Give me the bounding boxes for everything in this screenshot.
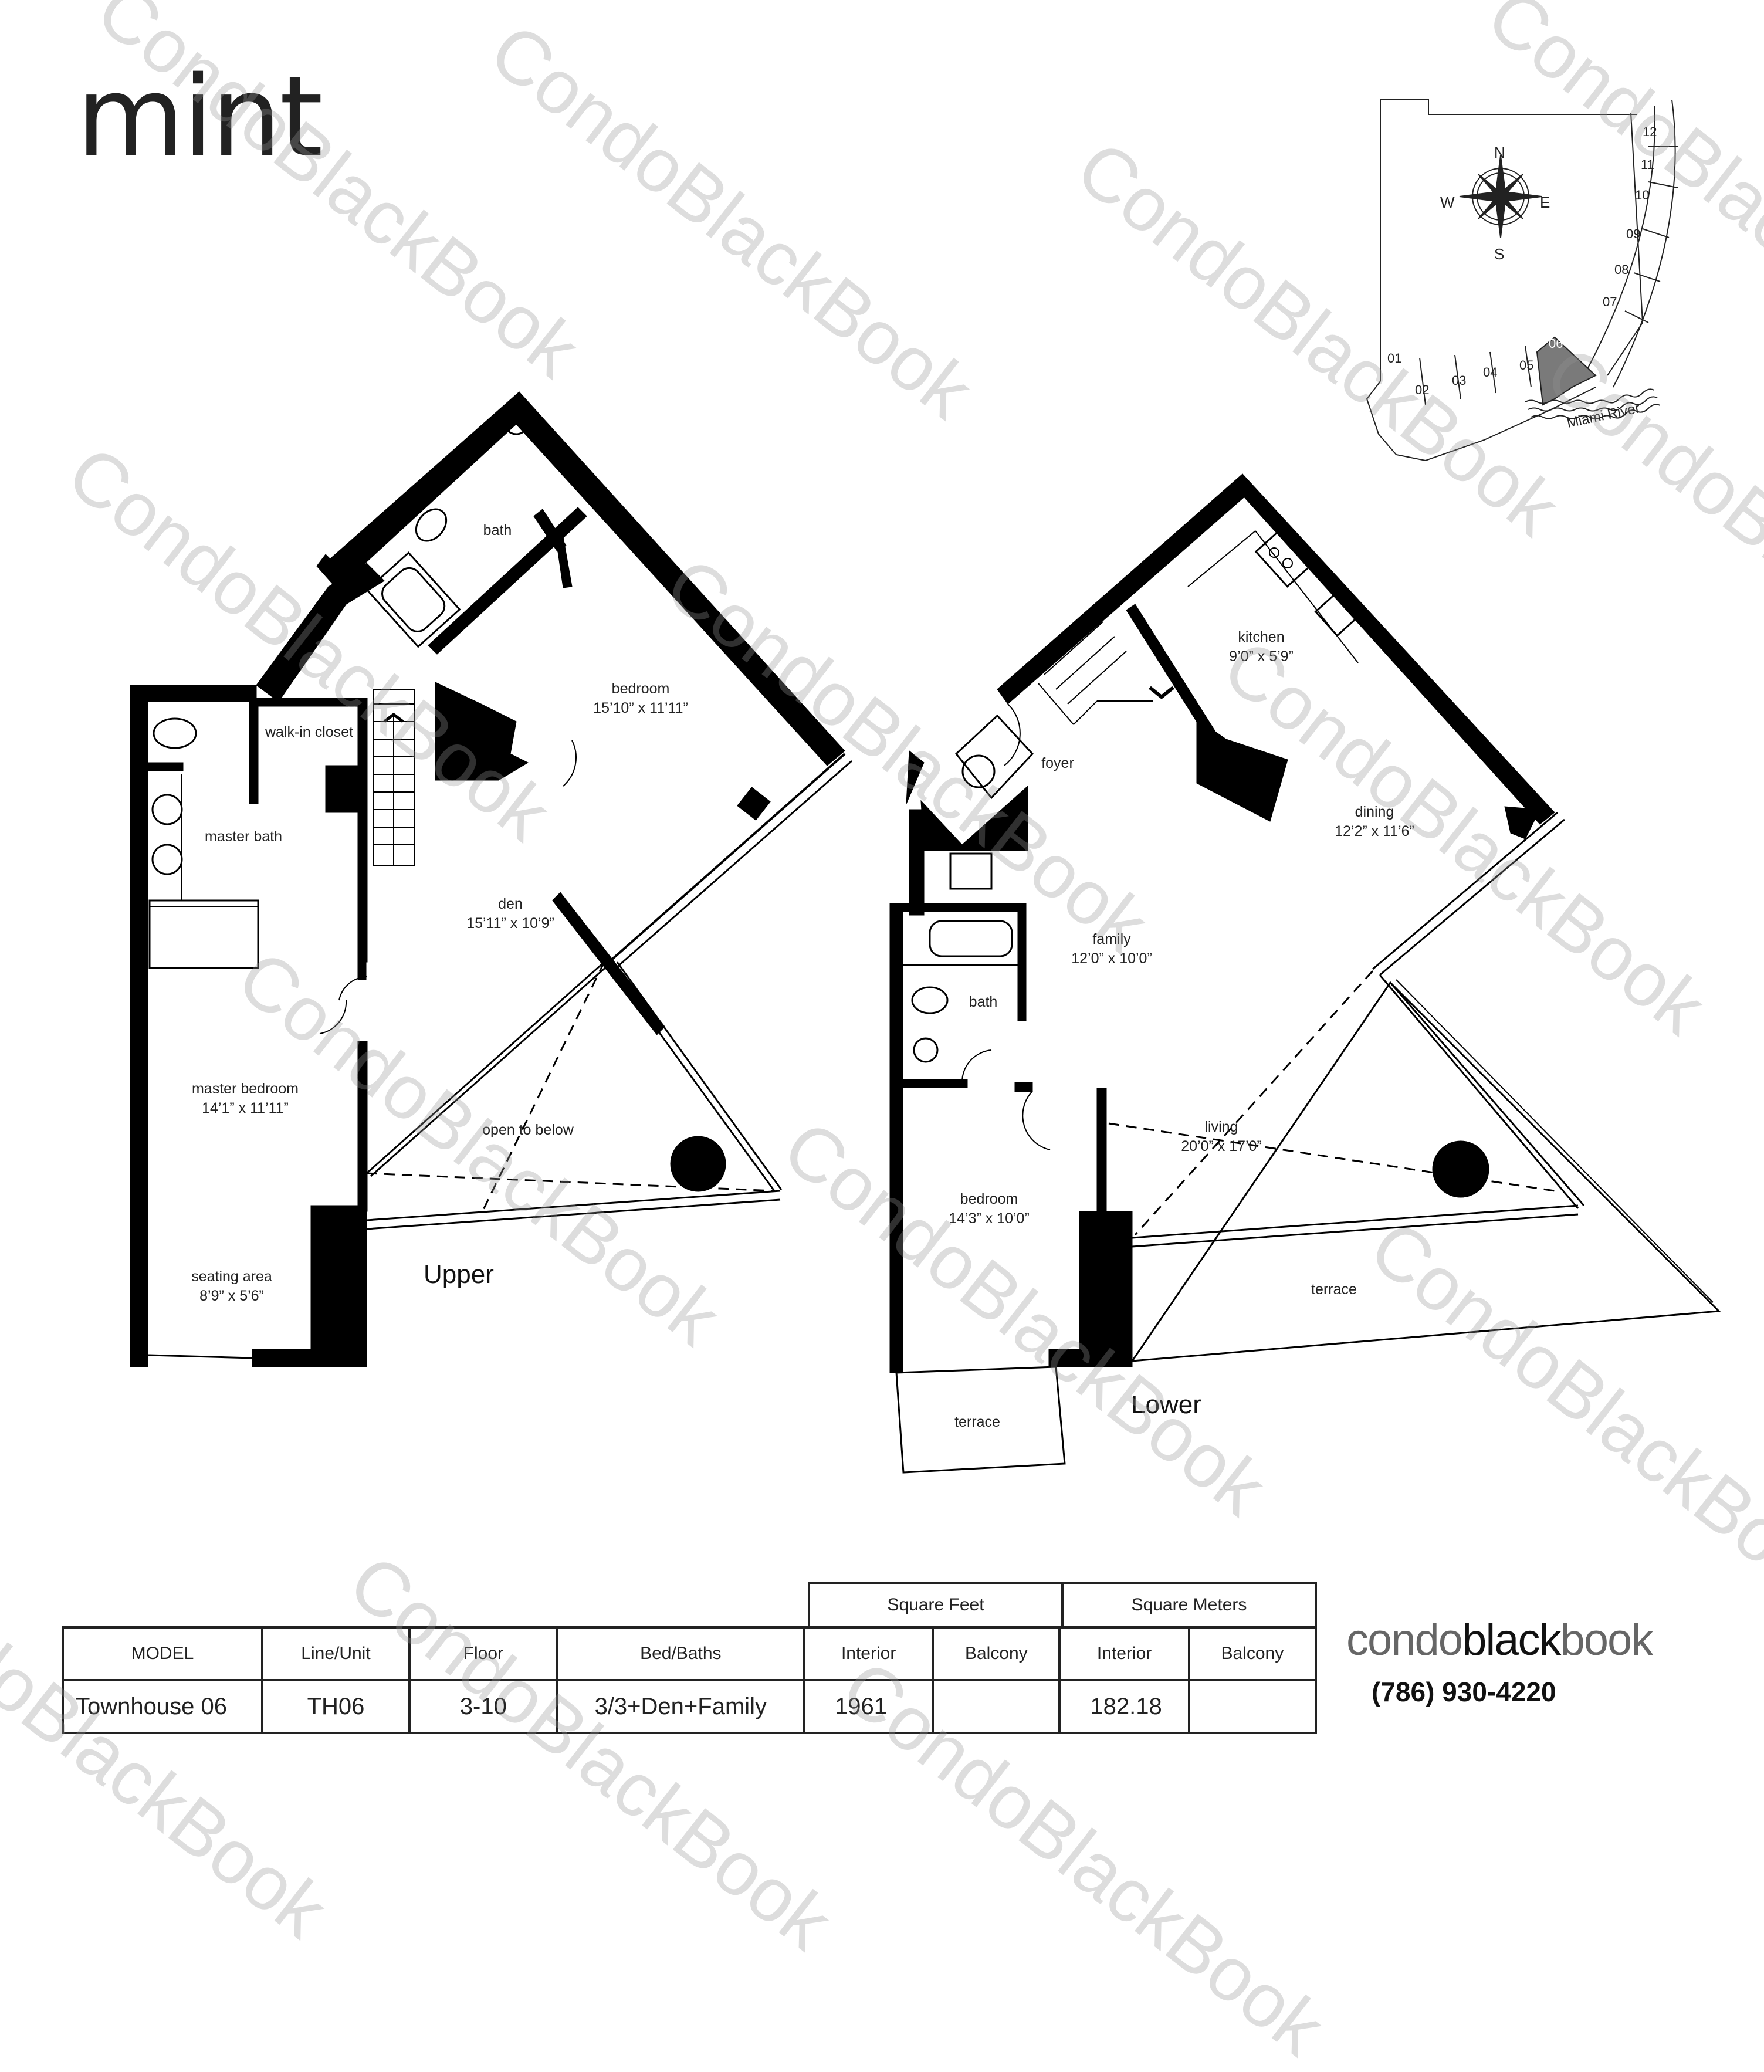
room-name: walk-in closet bbox=[265, 724, 354, 740]
cell-sqm-interior: 182.18 bbox=[1058, 1679, 1190, 1734]
compass-east-label: E bbox=[1540, 194, 1550, 211]
logo-part-book: book bbox=[1560, 1615, 1654, 1665]
room-name: bedroom bbox=[960, 1191, 1018, 1207]
room-dims: 15’10” x 11’11” bbox=[593, 700, 688, 716]
header-sqft-balcony: Balcony bbox=[932, 1626, 1061, 1681]
lower-floor-plan bbox=[889, 473, 1721, 1474]
unit-label-05: 05 bbox=[1519, 358, 1534, 373]
room-dims: 14’3” x 10’0” bbox=[949, 1210, 1030, 1227]
header-bed-baths: Bed/Baths bbox=[556, 1626, 806, 1681]
header-sqft-interior: Interior bbox=[803, 1626, 935, 1681]
room-name: bath bbox=[483, 522, 512, 539]
room-upper-bath: bath bbox=[483, 521, 512, 540]
cell-floor: 3-10 bbox=[408, 1679, 558, 1734]
header-sqm-interior: Interior bbox=[1058, 1626, 1190, 1681]
room-name: seating area bbox=[191, 1268, 272, 1285]
room-family: family 12’0” x 10’0” bbox=[1071, 930, 1152, 969]
room-name: master bedroom bbox=[191, 1081, 299, 1097]
room-kitchen: kitchen 9’0” x 5’9” bbox=[1229, 628, 1294, 666]
room-living: living 20’0” x 17’0” bbox=[1181, 1118, 1262, 1156]
cell-sqft-balcony bbox=[932, 1679, 1061, 1734]
room-name: den bbox=[498, 896, 523, 912]
cell-bed-baths: 3/3+Den+Family bbox=[556, 1679, 806, 1734]
room-name: terrace bbox=[1311, 1281, 1357, 1298]
room-den: den 15’11” x 10’9” bbox=[466, 895, 554, 933]
unit-label-12: 12 bbox=[1643, 124, 1657, 139]
room-dims: 14’1” x 11’11” bbox=[202, 1100, 289, 1116]
room-walk-in-closet: walk-in closet bbox=[265, 723, 353, 742]
cell-line-unit: TH06 bbox=[260, 1679, 411, 1734]
room-name: kitchen bbox=[1238, 629, 1285, 645]
room-name: living bbox=[1204, 1119, 1238, 1135]
room-dims: 12’2” x 11’6” bbox=[1335, 823, 1414, 839]
room-lower-bath: bath bbox=[969, 993, 998, 1012]
room-name: master bath bbox=[204, 828, 283, 845]
group-header-square-meters: Square Meters bbox=[1061, 1582, 1317, 1629]
unit-label-01: 01 bbox=[1387, 351, 1402, 365]
cell-model: Townhouse 06 bbox=[62, 1679, 263, 1734]
room-name: dining bbox=[1355, 804, 1394, 820]
room-name: family bbox=[1092, 931, 1131, 947]
room-dining: dining 12’2” x 11’6” bbox=[1335, 803, 1414, 841]
room-master-bedroom: master bedroom 14’1” x 11’11” bbox=[192, 1079, 299, 1118]
logo-part-black: black bbox=[1462, 1615, 1561, 1665]
unit-label-10: 10 bbox=[1635, 188, 1650, 202]
unit-label-06-highlighted: 06 bbox=[1549, 336, 1563, 351]
room-name: foyer bbox=[1041, 755, 1074, 771]
compass-north-label: N bbox=[1494, 144, 1505, 161]
room-dims: 20’0” x 17’0” bbox=[1181, 1138, 1262, 1155]
spec-table-header-row: MODEL Line/Unit Floor Bed/Baths Interior… bbox=[62, 1626, 1318, 1681]
room-upper-bedroom: bedroom 15’10” x 11’11” bbox=[593, 679, 688, 718]
room-lower-bedroom: bedroom 14’3” x 10’0” bbox=[949, 1190, 1030, 1228]
room-master-bath: master bath bbox=[205, 827, 282, 847]
room-name: bedroom bbox=[611, 680, 670, 697]
room-name: bath bbox=[969, 994, 998, 1010]
unit-label-08: 08 bbox=[1614, 262, 1629, 277]
phone-number[interactable]: (786) 930-4220 bbox=[1372, 1677, 1556, 1707]
condoblackbook-logo: condoblackbook bbox=[1346, 1615, 1654, 1665]
room-small-terrace: terrace bbox=[954, 1413, 1000, 1432]
cell-sqm-balcony bbox=[1187, 1679, 1318, 1734]
area-group-header-table: Square Feet Square Meters bbox=[808, 1582, 1317, 1629]
unit-label-03: 03 bbox=[1452, 373, 1467, 388]
spec-table-data-row: Townhouse 06 TH06 3-10 3/3+Den+Family 19… bbox=[62, 1679, 1318, 1734]
level-label-lower: Lower bbox=[1131, 1390, 1201, 1419]
spec-table: MODEL Line/Unit Floor Bed/Baths Interior… bbox=[62, 1626, 1318, 1734]
key-plan bbox=[1366, 99, 1678, 462]
unit-label-02: 02 bbox=[1415, 382, 1430, 397]
mint-logo: mint bbox=[76, 52, 323, 182]
compass-west-label: W bbox=[1440, 194, 1455, 211]
upper-floor-plan bbox=[130, 391, 852, 1367]
unit-label-11: 11 bbox=[1641, 157, 1654, 172]
group-header-square-feet: Square Feet bbox=[808, 1582, 1064, 1629]
room-seating-area: seating area 8’9” x 5’6” bbox=[191, 1267, 272, 1306]
room-large-terrace: terrace bbox=[1311, 1280, 1357, 1299]
header-model: MODEL bbox=[62, 1626, 263, 1681]
room-dims: 8’9” x 5’6” bbox=[199, 1288, 264, 1304]
room-dims: 9’0” x 5’9” bbox=[1229, 648, 1294, 665]
floor-plan-drawing bbox=[130, 99, 1721, 1474]
unit-label-04: 04 bbox=[1483, 365, 1498, 380]
room-dims: 15’11” x 10’9” bbox=[466, 915, 554, 932]
compass-south-label: S bbox=[1494, 245, 1505, 263]
unit-label-09: 09 bbox=[1626, 226, 1641, 241]
header-sqm-balcony: Balcony bbox=[1187, 1626, 1318, 1681]
room-open-to-below: open to below bbox=[482, 1120, 574, 1140]
room-name: terrace bbox=[954, 1414, 1000, 1430]
logo-part-condo: condo bbox=[1346, 1615, 1463, 1665]
room-name: open to below bbox=[482, 1122, 574, 1138]
room-dims: 12’0” x 10’0” bbox=[1071, 950, 1152, 967]
cell-sqft-interior: 1961 bbox=[803, 1679, 935, 1734]
unit-label-07: 07 bbox=[1603, 294, 1617, 309]
level-label-upper: Upper bbox=[424, 1260, 494, 1289]
room-foyer: foyer bbox=[1041, 754, 1074, 773]
header-floor: Floor bbox=[408, 1626, 558, 1681]
header-line-unit: Line/Unit bbox=[260, 1626, 411, 1681]
